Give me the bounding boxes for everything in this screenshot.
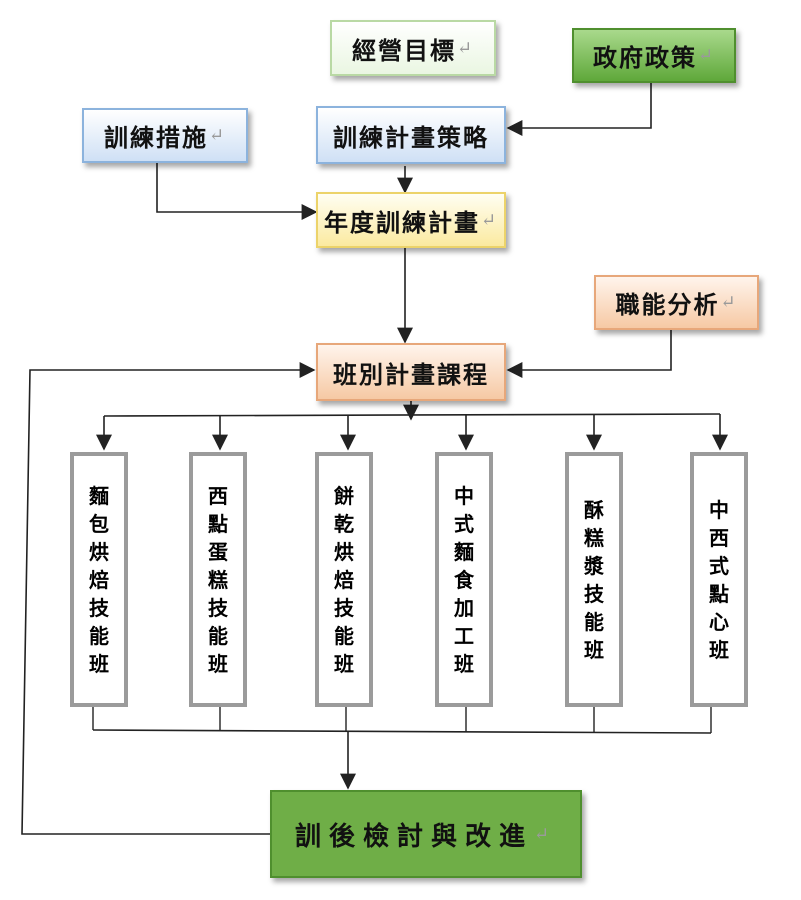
box-competency-analysis: 職能分析↵ bbox=[594, 275, 759, 330]
class-box: 麵包烘焙技能班 bbox=[70, 452, 128, 707]
class-label: 酥糕漿技能班 bbox=[584, 496, 604, 664]
class-label-char: 班 bbox=[89, 651, 109, 676]
class-label-char: 能 bbox=[334, 623, 354, 648]
class-label-char: 心 bbox=[709, 609, 729, 634]
class-label: 中式麵食加工班 bbox=[454, 482, 474, 678]
box-training-measures: 訓練措施↵ bbox=[82, 108, 248, 163]
box-post-training-review: 訓後檢討與改進↵ bbox=[270, 790, 582, 878]
class-label-char: 技 bbox=[584, 581, 604, 606]
class-label: 中西式點心班 bbox=[709, 496, 729, 664]
class-label-char: 烘 bbox=[89, 539, 109, 564]
class-label-char: 能 bbox=[89, 623, 109, 648]
class-label-char: 烘 bbox=[334, 539, 354, 564]
class-label-char: 式 bbox=[454, 511, 474, 536]
box-class-course-plan-label: 班別計畫課程 bbox=[333, 359, 489, 389]
box-business-goal: 經營目標↵ bbox=[330, 20, 496, 76]
class-label-char: 焙 bbox=[334, 567, 354, 592]
distribution-bus bbox=[103, 413, 721, 417]
class-label-char: 蛋 bbox=[208, 539, 228, 564]
class-label-char: 麵 bbox=[89, 483, 109, 508]
class-box: 中式麵食加工班 bbox=[435, 452, 493, 707]
arrow-competency-to-course bbox=[506, 330, 672, 378]
class-label-char: 中 bbox=[454, 483, 474, 508]
class-label-char: 技 bbox=[89, 595, 109, 620]
box-class-course-plan: 班別計畫課程 bbox=[316, 343, 506, 401]
class-label-char: 班 bbox=[709, 637, 729, 662]
feedback-loop-arrow bbox=[21, 362, 316, 835]
class-box: 中西式點心班 bbox=[690, 452, 748, 707]
class-label: 餅乾烘焙技能班 bbox=[334, 482, 354, 678]
class-label-char: 能 bbox=[584, 609, 604, 634]
box-training-strategy-label: 訓練計畫策略 bbox=[333, 122, 489, 152]
collector-bus bbox=[92, 729, 712, 734]
class-box: 酥糕漿技能班 bbox=[565, 452, 623, 707]
box-annual-training-plan: 年度訓練計畫↵ bbox=[316, 192, 506, 248]
box-government-policy: 政府政策↵ bbox=[572, 28, 736, 83]
box-post-training-review-label: 訓後檢討與改進 bbox=[294, 821, 533, 852]
class-label-char: 班 bbox=[584, 637, 604, 662]
box-training-strategy: 訓練計畫策略 bbox=[316, 106, 506, 164]
class-label-char: 技 bbox=[334, 595, 354, 620]
class-label: 麵包烘焙技能班 bbox=[89, 482, 109, 678]
class-label-char: 點 bbox=[208, 511, 228, 536]
box-annual-training-plan-label: 年度訓練計畫 bbox=[323, 207, 480, 237]
class-box: 西點蛋糕技能班 bbox=[189, 452, 247, 707]
arrow-policy-to-strategy bbox=[506, 83, 652, 136]
class-label-char: 技 bbox=[208, 595, 228, 620]
class-label-char: 班 bbox=[454, 651, 474, 676]
box-government-policy-label: 政府政策 bbox=[592, 43, 697, 72]
class-label-char: 式 bbox=[709, 553, 729, 578]
class-label-char: 工 bbox=[454, 623, 474, 648]
box-training-measures-label: 訓練措施 bbox=[103, 123, 208, 152]
box-business-goal-label: 經營目標 bbox=[351, 35, 456, 65]
class-label-char: 包 bbox=[89, 511, 109, 536]
class-label-char: 西 bbox=[709, 525, 729, 550]
class-label-char: 西 bbox=[208, 483, 228, 508]
class-label-char: 食 bbox=[454, 567, 474, 592]
class-label-char: 餅 bbox=[334, 483, 354, 508]
class-label-char: 點 bbox=[709, 581, 729, 606]
class-label-char: 麵 bbox=[454, 539, 474, 564]
class-label-char: 能 bbox=[208, 623, 228, 648]
class-label-char: 酥 bbox=[584, 497, 604, 522]
class-label-char: 焙 bbox=[89, 567, 109, 592]
class-label-char: 糕 bbox=[208, 567, 228, 592]
box-competency-analysis-label: 職能分析 bbox=[615, 290, 720, 319]
class-label-char: 班 bbox=[334, 651, 354, 676]
class-label-char: 中 bbox=[709, 497, 729, 522]
arrow-measures-to-annual bbox=[156, 163, 318, 220]
class-label-char: 糕 bbox=[584, 525, 604, 550]
class-label-char: 班 bbox=[208, 651, 228, 676]
class-label-char: 加 bbox=[454, 595, 474, 620]
class-label: 西點蛋糕技能班 bbox=[208, 482, 228, 678]
class-label-char: 漿 bbox=[584, 553, 604, 578]
class-box: 餅乾烘焙技能班 bbox=[315, 452, 373, 707]
class-label-char: 乾 bbox=[334, 511, 354, 536]
